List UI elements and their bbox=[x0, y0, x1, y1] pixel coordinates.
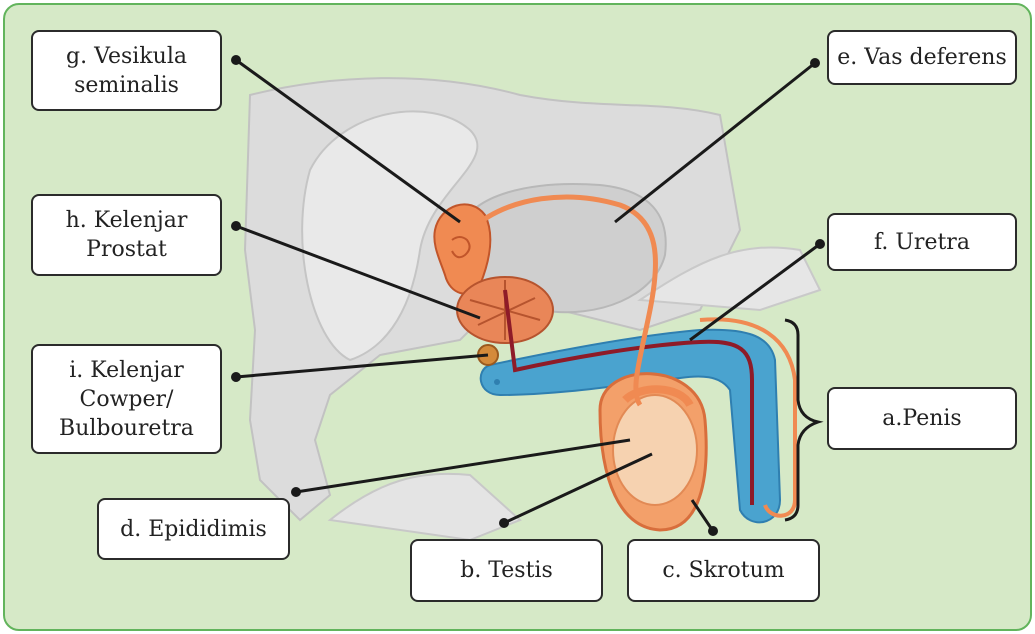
label-uretra: f. Uretra bbox=[827, 213, 1017, 271]
label-kelenjar-cowper: i. Kelenjar Cowper/ Bulbouretra bbox=[31, 344, 222, 454]
label-vesikula-seminalis: g. Vesikula seminalis bbox=[31, 30, 222, 111]
label-epididimis: d. Epididimis bbox=[97, 498, 290, 560]
label-vas-deferens: e. Vas deferens bbox=[827, 30, 1017, 85]
label-skrotum: c. Skrotum bbox=[627, 539, 820, 602]
prostate-gland bbox=[457, 277, 553, 343]
scrotum-and-testis bbox=[600, 374, 706, 530]
label-kelenjar-prostat: h. Kelenjar Prostat bbox=[31, 194, 222, 276]
label-penis: a.Penis bbox=[827, 387, 1017, 450]
label-testis: b. Testis bbox=[410, 539, 603, 602]
